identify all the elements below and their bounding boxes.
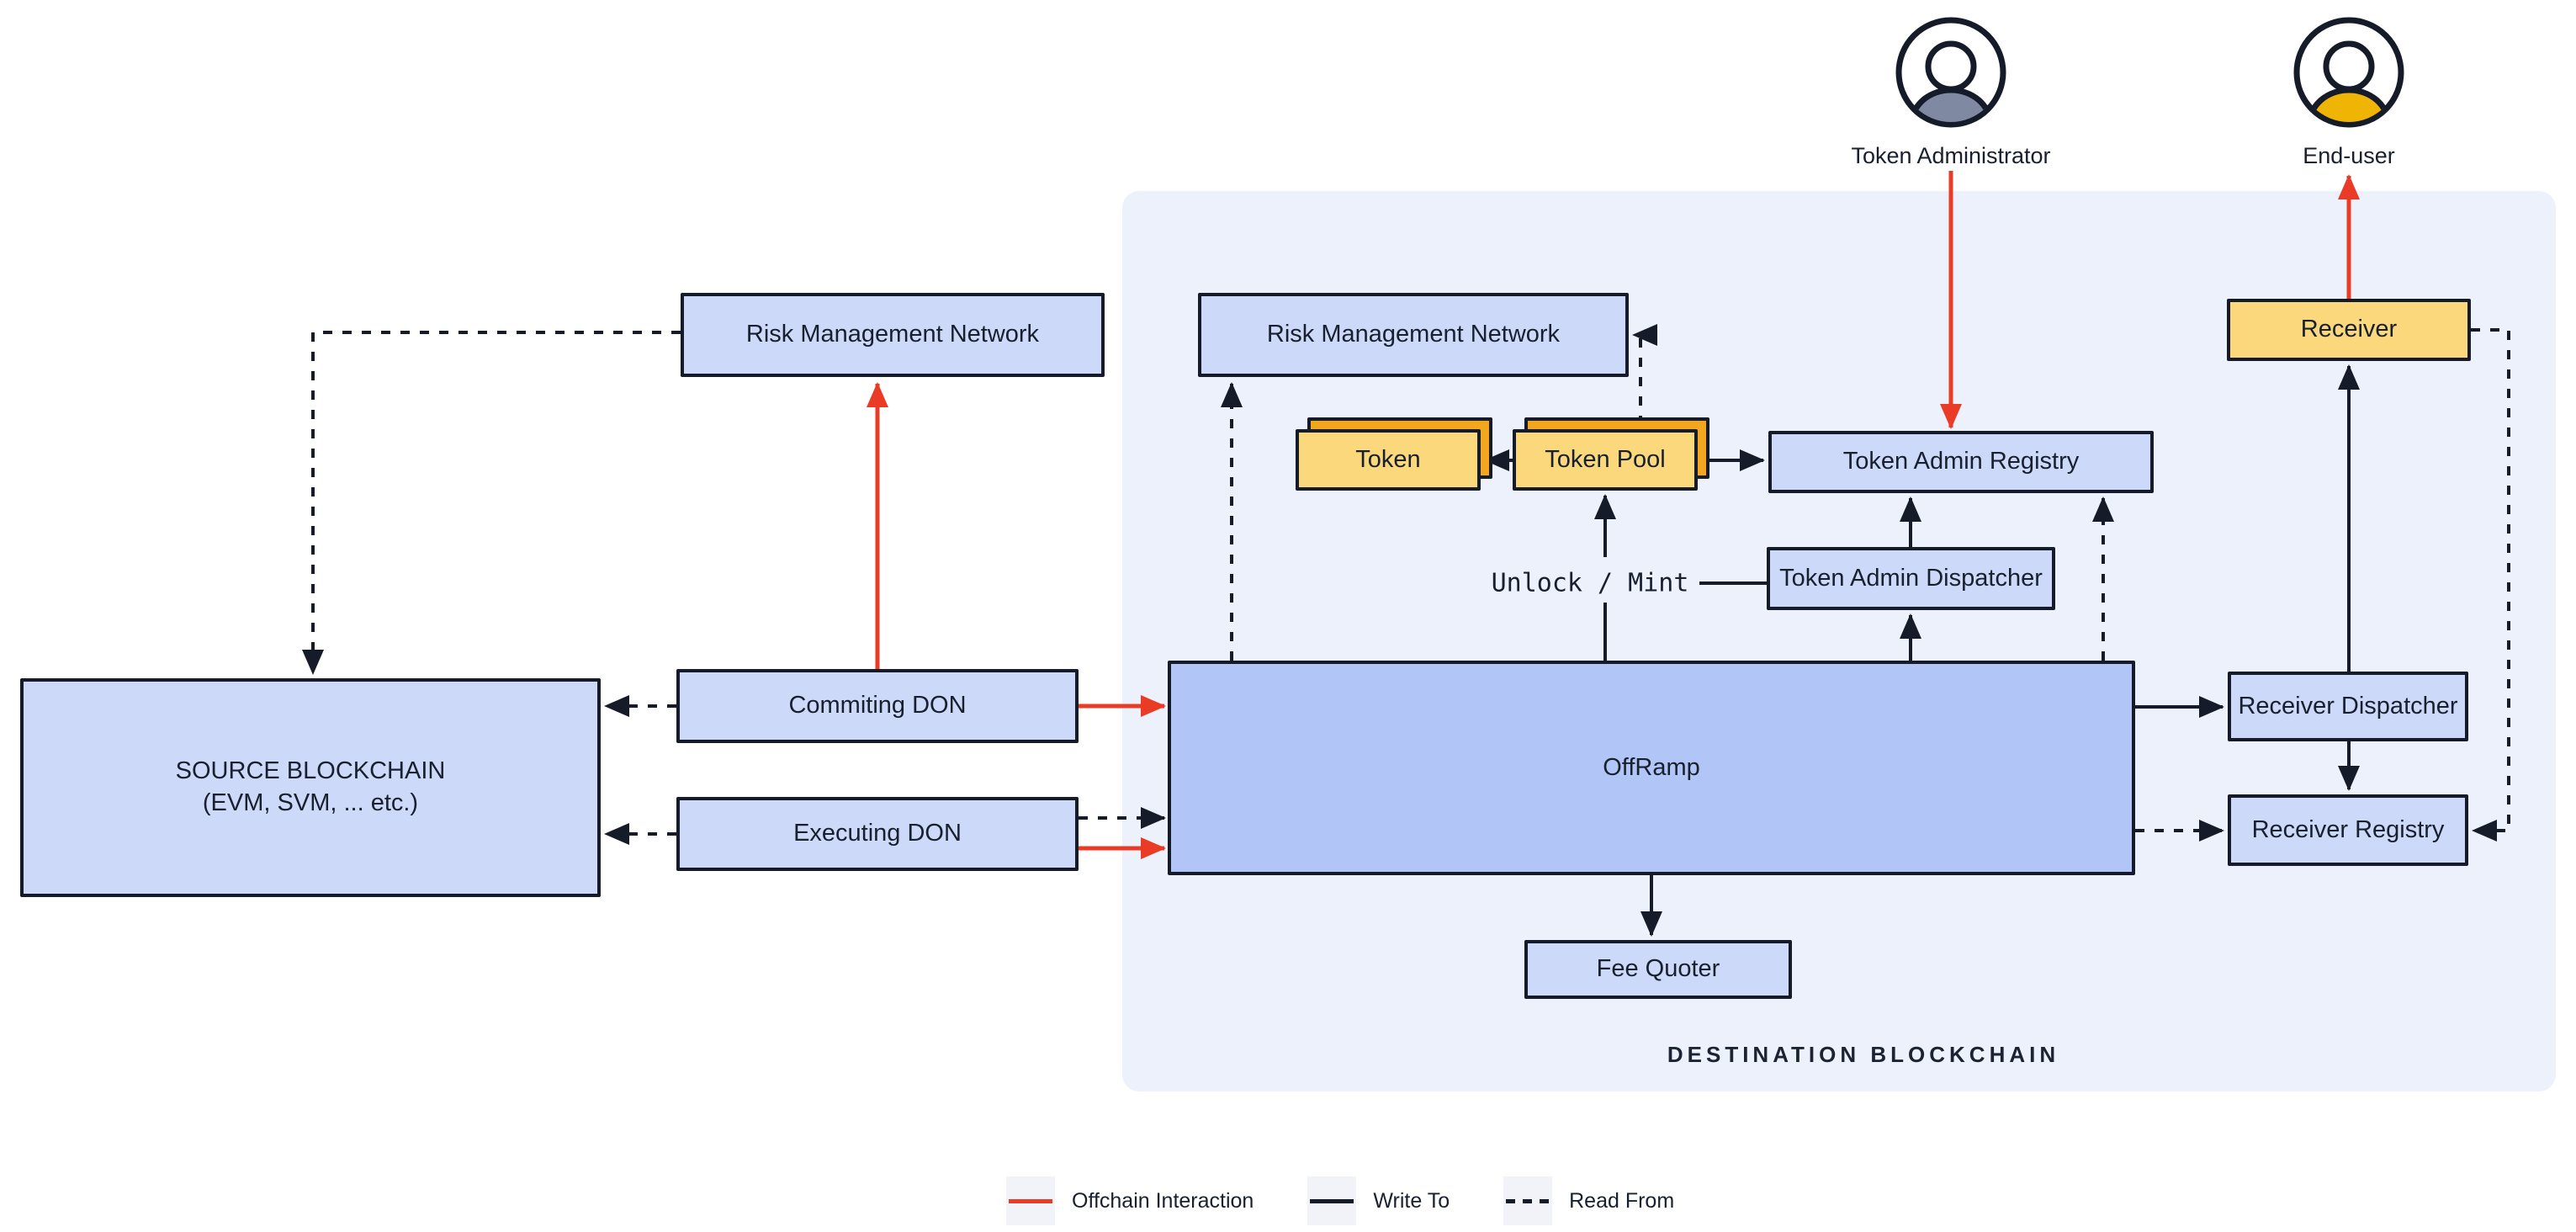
legend-item-read-from: Read From — [1503, 1176, 1674, 1225]
source-blockchain-line1: SOURCE BLOCKCHAIN — [175, 757, 446, 785]
node-token-admin-registry: Token Admin Registry — [1768, 431, 2154, 493]
offchain-line-icon — [1006, 1176, 1055, 1225]
token-administrator-avatar — [1895, 17, 2006, 128]
token-admin-dispatcher-label: Token Admin Dispatcher — [1779, 564, 2043, 592]
edge-rmn-left-reads-source — [302, 331, 681, 675]
node-executing-don: Executing DON — [676, 797, 1079, 871]
legend-item-offchain: Offchain Interaction — [1006, 1176, 1254, 1225]
edge-receiver-reads-receiver-registry — [2471, 328, 2510, 842]
receiver-label: Receiver — [2300, 316, 2398, 343]
rmn-right-label: Risk Management Network — [1266, 321, 1561, 348]
source-blockchain-line2: (EVM, SVM, ... etc.) — [202, 789, 419, 816]
node-receiver-registry: Receiver Registry — [2228, 794, 2468, 866]
read-from-line-icon — [1503, 1176, 1553, 1225]
node-token-admin-dispatcher: Token Admin Dispatcher — [1767, 547, 2055, 610]
node-fee-quoter: Fee Quoter — [1524, 940, 1792, 999]
receiver-registry-label: Receiver Registry — [2251, 815, 2445, 843]
executing-don-label: Executing DON — [793, 820, 962, 847]
token-admin-registry-label: Token Admin Registry — [1842, 448, 2080, 475]
end-user-label: End-user — [2303, 143, 2395, 168]
node-receiver: Receiver — [2227, 299, 2471, 361]
node-receiver-dispatcher: Receiver Dispatcher — [2228, 672, 2468, 741]
write-to-line-icon — [1307, 1176, 1357, 1225]
node-risk-management-network-left: Risk Management Network — [681, 293, 1105, 377]
token-pool-label: Token Pool — [1545, 445, 1666, 473]
unlock-mint-annotation: Unlock / Mint — [1491, 568, 1689, 598]
node-offramp: OffRamp — [1168, 661, 2135, 875]
commiting-don-label: Commiting DON — [788, 692, 967, 720]
legend-read-from-label: Read From — [1569, 1188, 1675, 1213]
token-label: Token — [1355, 445, 1421, 473]
rmn-left-label: Risk Management Network — [745, 321, 1040, 348]
end-user-avatar — [2293, 17, 2404, 128]
node-token: Token — [1296, 429, 1481, 491]
offramp-label: OffRamp — [1603, 753, 1700, 781]
node-risk-management-network-right: Risk Management Network — [1198, 293, 1629, 377]
legend: Offchain Interaction Write To Read From — [1006, 1176, 1674, 1225]
edge-token-pool-reads-rmn-right — [1632, 324, 1657, 425]
legend-offchain-label: Offchain Interaction — [1072, 1188, 1254, 1213]
receiver-dispatcher-label: Receiver Dispatcher — [2238, 692, 2458, 720]
node-source-blockchain: SOURCE BLOCKCHAIN (EVM, SVM, ... etc.) — [20, 678, 601, 897]
fee-quoter-label: Fee Quoter — [1596, 955, 1720, 983]
legend-write-to-label: Write To — [1373, 1188, 1450, 1213]
destination-blockchain-label: DESTINATION BLOCKCHAIN — [1667, 1042, 2060, 1067]
token-administrator-label: Token Administrator — [1851, 143, 2051, 168]
legend-item-write-to: Write To — [1307, 1176, 1450, 1225]
node-commiting-don: Commiting DON — [676, 669, 1079, 743]
node-token-pool: Token Pool — [1513, 429, 1698, 491]
